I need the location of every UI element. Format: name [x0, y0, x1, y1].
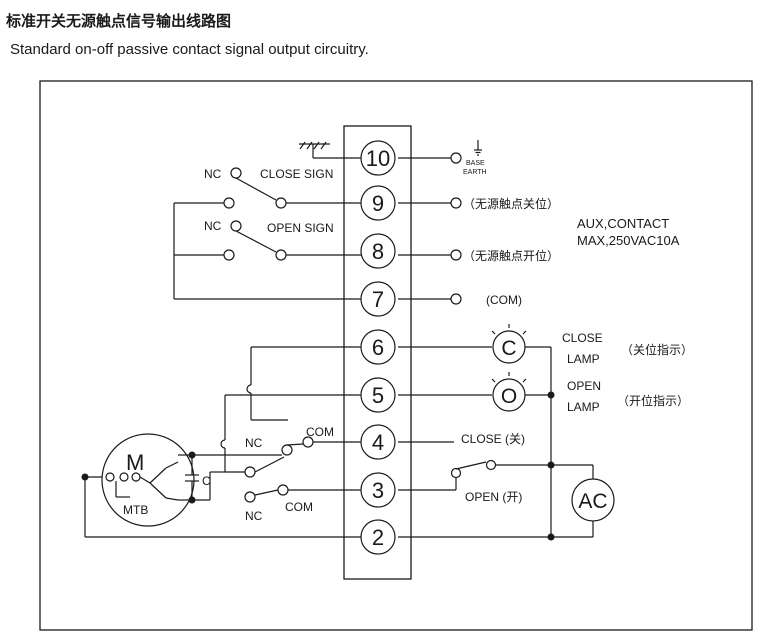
terminal-8: 8 [360, 233, 396, 269]
t3-com-label: COM [285, 500, 313, 514]
terminal-5-label: 5 [372, 383, 384, 408]
limit-switch-left-contact [450, 467, 462, 479]
t3-com-contact [277, 484, 289, 496]
aux-contact-label: AUX,CONTACT [577, 216, 669, 231]
terminal-4-label: 4 [372, 430, 384, 455]
limit-close-label: CLOSE (关) [461, 432, 525, 446]
mtb-label: MTB [123, 503, 148, 517]
terminal-10-label: 10 [366, 146, 390, 171]
diagram-frame [39, 80, 753, 631]
open-sign-left-contact [223, 249, 235, 261]
terminal-10: 10 [360, 140, 396, 176]
ac-source-label: AC [578, 490, 607, 513]
passive-close-terminal [450, 197, 462, 209]
capacitor-icon [185, 455, 199, 500]
t4-nc-label: NC [245, 436, 263, 450]
terminal-5: 5 [360, 377, 396, 413]
neutral-junction [547, 533, 555, 541]
terminal-4: 4 [360, 424, 396, 460]
open-lamp-lamp-label: LAMP [567, 400, 600, 414]
terminal-7-label: 7 [372, 287, 384, 312]
earth-symbol-left [299, 141, 330, 158]
max-rating-label: MAX,250VAC10A [577, 233, 680, 248]
close-indicator-label: （关位指示） [621, 342, 693, 357]
limit-switch-right-contact [485, 459, 497, 471]
open-sign-nc-label: NC [204, 219, 222, 233]
capacitor-label: C [202, 474, 211, 488]
passive-open-terminal [450, 249, 462, 261]
base-earth-icon [474, 140, 482, 156]
t4-contact-com [302, 436, 314, 448]
open-indicator-label: （开位指示） [617, 393, 689, 408]
close-sign-label: CLOSE SIGN [260, 167, 333, 181]
terminal-2: 2 [360, 519, 396, 555]
motor-letter: M [126, 450, 144, 475]
close-lamp-rays [491, 324, 527, 335]
open-sign-right-contact [275, 249, 287, 261]
t4-aux-contact [244, 466, 256, 478]
title-english: Standard on-off passive contact signal o… [10, 41, 369, 58]
base-label: BASE [466, 160, 485, 167]
close-sign-right-contact [275, 197, 287, 209]
open-sign-nc-contact [230, 220, 242, 232]
open-lamp-open-label: OPEN [567, 379, 601, 393]
terminal-7: 7 [360, 281, 396, 317]
com-terminal [450, 293, 462, 305]
close-lamp-letter: C [501, 337, 516, 360]
close-sign-nc-label: NC [204, 167, 222, 181]
open-lamp-rays [491, 372, 527, 383]
passive-open-label: （无源触点开位） [463, 248, 559, 263]
terminal-6: 6 [360, 329, 396, 365]
close-lamp-lamp-label: LAMP [567, 352, 600, 366]
com-paren-label: (COM) [486, 293, 522, 307]
passive-close-label: （无源触点关位） [463, 196, 559, 211]
open-lamp-letter: O [501, 385, 517, 408]
t3-nc-label: NC [245, 509, 263, 523]
terminal-3-label: 3 [372, 478, 384, 503]
base-earth-terminal [450, 152, 462, 164]
motor-winding-star [105, 461, 179, 501]
motor-icon [101, 433, 195, 527]
terminal-2-label: 2 [372, 525, 384, 550]
terminal-8-label: 8 [372, 239, 384, 264]
limit-open-label: OPEN (开) [465, 490, 522, 504]
terminal-9-label: 9 [372, 191, 384, 216]
terminal-9: 9 [360, 185, 396, 221]
terminal-3: 3 [360, 472, 396, 508]
t4-contact-left [281, 444, 293, 456]
close-sign-left-contact [223, 197, 235, 209]
close-lamp-close-label: CLOSE [562, 331, 603, 345]
earth-label: EARTH [463, 169, 487, 176]
title-chinese: 标准开关无源触点信号输出线路图 [6, 12, 232, 30]
t4-com-label: COM [306, 425, 334, 439]
t3-nc-contact [244, 491, 256, 503]
terminal-6-label: 6 [372, 335, 384, 360]
close-sign-nc-contact [230, 167, 242, 179]
open-sign-label: OPEN SIGN [267, 221, 334, 235]
